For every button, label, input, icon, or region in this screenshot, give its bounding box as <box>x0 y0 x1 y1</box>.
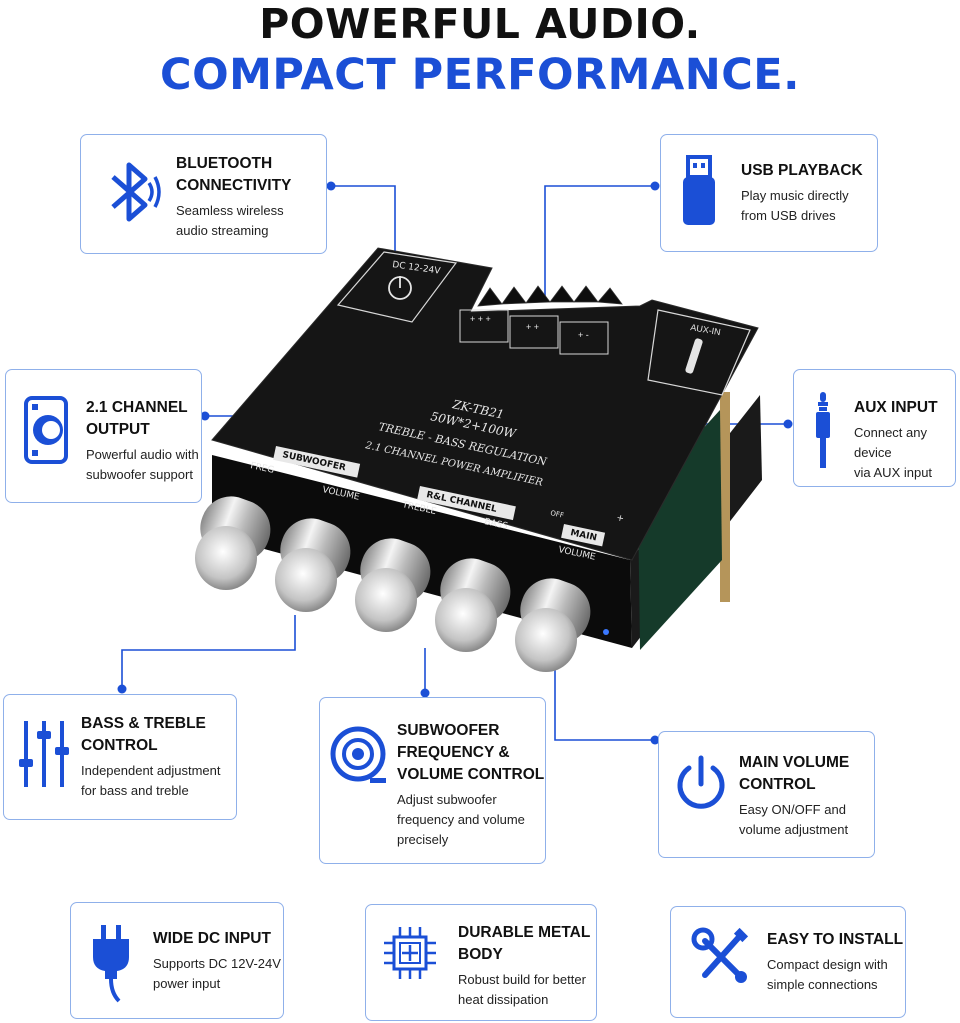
feature-description-line: Adjust subwoofer <box>397 792 497 807</box>
knob-subwoofer-volume[interactable] <box>272 510 359 612</box>
feature-title-line: USB PLAYBACK <box>741 162 863 179</box>
feature-description-line: frequency and volume <box>397 812 525 827</box>
feature-description-line: audio streaming <box>176 223 269 238</box>
feature-title: MAIN VOLUME CONTROL <box>739 752 849 796</box>
power-icon <box>677 755 725 809</box>
feature-description-line: Play music directly <box>741 188 849 203</box>
feature-description: Robust build for better heat dissipation <box>458 970 586 1010</box>
knob-treble[interactable] <box>352 530 439 632</box>
feature-title-line: VOLUME CONTROL <box>397 766 545 783</box>
feature-title-line: CONTROL <box>739 776 816 793</box>
board-plus-label: + <box>615 513 624 524</box>
feature-title-line: EASY TO INSTALL <box>767 931 904 948</box>
feature-description-line: Compact design with <box>767 957 888 972</box>
feature-title-line: AUX INPUT <box>854 399 938 416</box>
feature-card-channel: 2.1 CHANNEL OUTPUT Powerful audio with subw… <box>5 369 202 503</box>
feature-card-bass-treble: BASS & TREBLE CONTROL Independent adjustme… <box>3 694 237 820</box>
feature-card-bluetooth: BLUETOOTH CONNECTIVITY Seamless wireless au… <box>80 134 327 254</box>
feature-description-line: Independent adjustment <box>81 763 221 778</box>
power-plug-icon <box>93 925 129 1003</box>
knob-bass[interactable] <box>432 550 519 652</box>
feature-description-line: Powerful audio with <box>86 447 199 462</box>
feature-title: SUBWOOFER FREQUENCY & VOLUME CONTROL <box>397 720 544 786</box>
aux-jack-icon <box>816 392 830 468</box>
feature-title: AUX INPUT <box>854 397 938 419</box>
board-bass-label: BASS <box>483 517 509 532</box>
feature-title: USB PLAYBACK <box>741 160 863 182</box>
feature-card-dc-input: WIDE DC INPUT Supports DC 12V-24V power in… <box>70 902 284 1019</box>
feature-description: Play music directly from USB drives <box>741 186 849 226</box>
board-off-label: OFF <box>550 509 565 520</box>
feature-title-line: BASS & TREBLE <box>81 715 206 732</box>
knob-main-volume[interactable] <box>512 570 599 672</box>
feature-title: 2.1 CHANNEL OUTPUT <box>86 397 188 441</box>
board-freq-label: FREG <box>249 461 275 476</box>
feature-title-line: SUBWOOFER <box>397 722 500 739</box>
feature-description-line: for bass and treble <box>81 783 189 798</box>
feature-title-line: OUTPUT <box>86 421 150 438</box>
feature-description-line: from USB drives <box>741 208 836 223</box>
feature-card-aux: AUX INPUT Connect any device via AUX input <box>793 369 956 487</box>
feature-title-line: CONNECTIVITY <box>176 177 292 194</box>
headline-line-1: POWERFUL AUDIO. <box>259 0 701 48</box>
power-led <box>603 629 609 635</box>
feature-description: Supports DC 12V-24V power input <box>153 954 281 994</box>
speaker-icon <box>24 396 68 464</box>
feature-title-line: BODY <box>458 946 503 963</box>
knob-freq[interactable] <box>192 488 279 590</box>
feature-card-subwoofer: SUBWOOFER FREQUENCY & VOLUME CONTROL Adjust… <box>319 697 546 864</box>
feature-description-line: Robust build for better <box>458 972 586 987</box>
feature-description: Powerful audio with subwoofer support <box>86 445 199 485</box>
tools-icon <box>691 927 749 983</box>
usb-drive-icon <box>683 155 715 225</box>
terminal-mark-1: + + + <box>470 314 491 324</box>
feature-title-line: 2.1 CHANNEL <box>86 399 188 416</box>
feature-title-line: WIDE DC INPUT <box>153 930 271 947</box>
subwoofer-icon <box>330 726 386 783</box>
terminal-mark-2: + + <box>526 322 539 332</box>
feature-title-line: MAIN VOLUME <box>739 754 850 771</box>
feature-title-line: FREQUENCY & <box>397 744 510 761</box>
feature-title: DURABLE METAL BODY <box>458 922 590 966</box>
feature-card-usb: USB PLAYBACK Play music directly from USB … <box>660 134 878 252</box>
feature-description-line: Seamless wireless <box>176 203 284 218</box>
feature-title: BASS & TREBLE CONTROL <box>81 713 206 757</box>
feature-description: Independent adjustment for bass and trebl… <box>81 761 221 801</box>
feature-card-main-volume: MAIN VOLUME CONTROL Easy ON/OFF and volume … <box>658 731 875 858</box>
feature-title: EASY TO INSTALL <box>767 929 903 951</box>
terminal-mark-3: + - <box>578 330 589 340</box>
feature-title-line: BLUETOOTH <box>176 155 273 172</box>
feature-description-line: volume adjustment <box>739 822 849 837</box>
feature-description-line: Supports DC 12V-24V <box>153 956 281 971</box>
feature-description-line: precisely <box>397 832 449 847</box>
feature-card-install: EASY TO INSTALL Compact design with simple… <box>670 906 906 1018</box>
feature-description: Connect any device via AUX input <box>854 423 955 483</box>
feature-description: Adjust subwoofer frequency and volume prec… <box>397 790 525 850</box>
feature-description-line: Connect any device <box>854 425 927 460</box>
feature-description-line: power input <box>153 976 221 991</box>
feature-description-line: heat dissipation <box>458 992 549 1007</box>
chip-icon <box>384 927 436 979</box>
feature-card-metal-body: DURABLE METAL BODY Robust build for better… <box>365 904 597 1021</box>
feature-title-line: CONTROL <box>81 737 158 754</box>
feature-description-line: Easy ON/OFF and <box>739 802 846 817</box>
feature-description: Seamless wireless audio streaming <box>176 201 284 241</box>
feature-description-line: via AUX input <box>854 465 933 480</box>
feature-description: Easy ON/OFF and volume adjustment <box>739 800 848 840</box>
feature-description-line: subwoofer support <box>86 467 193 482</box>
feature-title: WIDE DC INPUT <box>153 928 271 950</box>
feature-description: Compact design with simple connections <box>767 955 888 995</box>
headline-line-2: COMPACT PERFORMANCE. <box>160 50 800 100</box>
feature-title: BLUETOOTH CONNECTIVITY <box>176 153 291 197</box>
feature-description-line: simple connections <box>767 977 878 992</box>
feature-title-line: DURABLE METAL <box>458 924 591 941</box>
equalizer-sliders-icon <box>19 721 69 787</box>
bluetooth-icon <box>111 162 161 222</box>
